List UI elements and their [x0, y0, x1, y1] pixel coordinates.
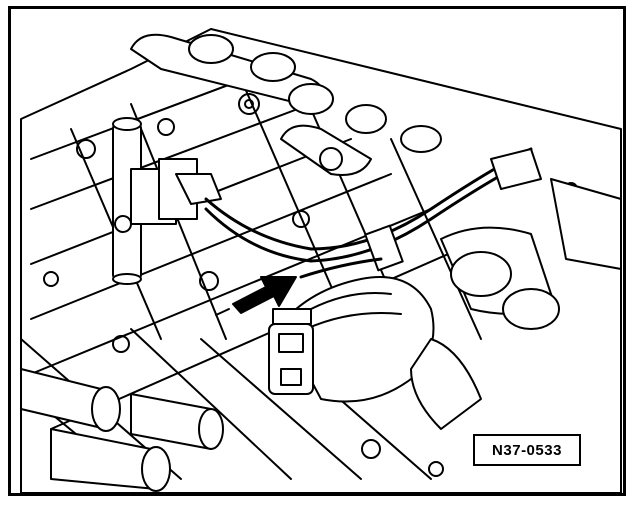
solenoid-valve — [268, 276, 435, 403]
right-spool-housings — [410, 178, 622, 430]
wiring-harness — [204, 147, 542, 279]
sensor-post — [112, 117, 222, 285]
valve-body-illustration — [20, 28, 622, 493]
upper-spool-housings — [130, 33, 442, 176]
figure-reference-code: N37-0533 — [473, 434, 581, 466]
lower-spool-housings — [20, 368, 224, 492]
arrow-icon — [215, 276, 297, 316]
illustration-frame: N37-0533 — [8, 6, 626, 496]
